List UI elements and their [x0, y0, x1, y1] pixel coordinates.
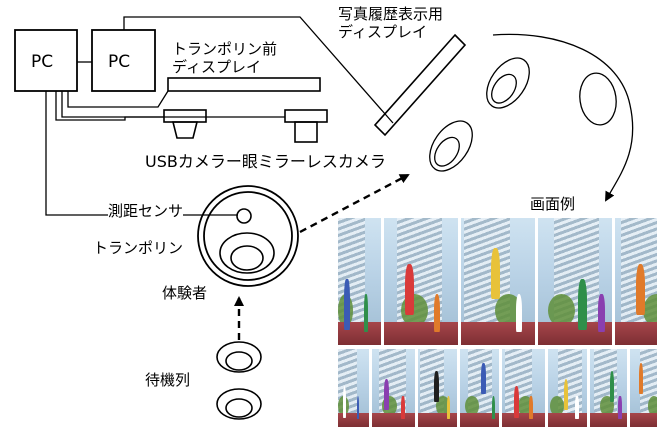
photo-thumbnail — [502, 349, 545, 427]
pc-left-label: PC — [31, 52, 54, 72]
person-icon-lower — [429, 120, 473, 172]
photo-thumbnail — [630, 349, 657, 427]
queue-person-1 — [216, 341, 262, 373]
trampoline-outer — [197, 185, 299, 287]
display-to-screen-cable — [492, 33, 634, 202]
photo-thumbnail — [338, 218, 381, 345]
photo-thumbnail — [538, 218, 612, 345]
participant-label: 体験者 — [162, 284, 208, 302]
photo-thumbnail — [590, 349, 627, 427]
screen-example-label: 画面例 — [530, 195, 576, 213]
photo-thumbnail — [461, 218, 535, 345]
history-display-panel — [373, 33, 467, 137]
person-icon-upper — [486, 57, 530, 109]
mirrorless-camera-lens — [294, 121, 318, 143]
jumper-outer — [219, 232, 275, 274]
photo-thumbnail — [460, 349, 499, 427]
distance-sensor-label: 測距センサ — [108, 202, 184, 220]
photo-thumbnail — [372, 349, 415, 427]
trampoline-label: トランポリン — [93, 239, 184, 257]
screen-example-photos — [338, 218, 657, 427]
photo-thumbnail — [384, 218, 458, 345]
camera-label: USBカメラー眼ミラーレスカメラ — [145, 152, 386, 171]
jumper-inner — [230, 245, 264, 271]
photo-thumbnail — [418, 349, 457, 427]
history-display-cable — [123, 16, 394, 124]
pc-right-label: PC — [108, 52, 131, 72]
usb-camera-body — [163, 109, 207, 123]
distance-sensor-dot — [236, 208, 252, 224]
photo-thumbnail — [615, 218, 657, 345]
history-display-label: 写真履歴表示用 ディスプレイ — [338, 5, 444, 41]
usb-camera-lens — [171, 121, 199, 139]
front-display-label: トランポリン前 ディスプレイ — [172, 40, 278, 76]
photo-thumbnail — [548, 349, 587, 427]
camera-cable-b — [55, 91, 285, 121]
photo-sequence-circle — [579, 72, 617, 126]
mirrorless-camera-body — [284, 109, 328, 123]
trampoline-inner — [203, 191, 293, 281]
queue-label: 待機列 — [145, 371, 191, 389]
camera-cable-a — [61, 91, 164, 118]
front-display-cable — [67, 90, 169, 108]
photo-thumbnail — [338, 349, 369, 427]
trampoline-to-camera-arrow — [299, 173, 410, 234]
queue-person-2 — [216, 388, 262, 420]
front-display-box — [167, 77, 321, 92]
